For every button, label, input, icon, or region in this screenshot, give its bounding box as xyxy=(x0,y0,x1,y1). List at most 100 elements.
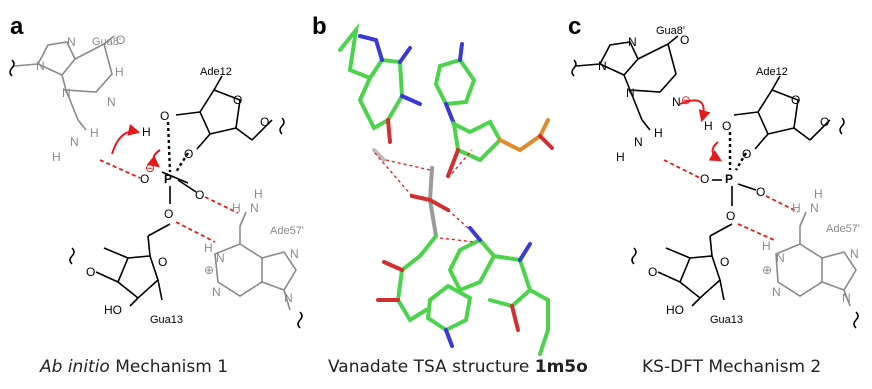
label-gua8: Gua8' xyxy=(656,25,685,37)
wavy-bond-gua8 xyxy=(571,59,577,77)
atom-n: N xyxy=(107,95,116,109)
hydrogen-bond xyxy=(204,196,239,214)
atom-h: H xyxy=(52,150,61,164)
adenine-ade57-structure xyxy=(775,211,857,307)
breaking-bond xyxy=(734,152,748,171)
label-gua13: Gua13 xyxy=(150,314,183,326)
atom-h: H xyxy=(814,187,823,201)
atom-n: N xyxy=(776,251,785,265)
panel-c-letter: c xyxy=(568,13,581,40)
atom-o: O xyxy=(195,188,204,202)
atom-h: H xyxy=(616,150,625,164)
atom-n: N xyxy=(810,201,819,215)
atom-h: H xyxy=(654,126,663,140)
hydrogen-bond xyxy=(175,221,216,243)
charge-minus: ⊖ xyxy=(681,93,691,107)
atom-o: O xyxy=(260,115,269,129)
atom-o: O xyxy=(700,172,709,186)
ribose-ade12 xyxy=(733,75,831,150)
mechanism-arrow xyxy=(679,99,711,123)
atom-o: O xyxy=(648,265,657,279)
atom-h: H xyxy=(762,239,771,253)
wavy-bond-gua8 xyxy=(9,59,15,77)
ribose-gua13 xyxy=(95,223,171,307)
atom-o: O xyxy=(86,265,95,279)
wavy-bond xyxy=(853,311,859,329)
hydrogen-bond xyxy=(737,223,775,241)
atom-h: H xyxy=(204,241,213,255)
caption-a-rest: Mechanism 1 xyxy=(109,357,229,377)
atom-o: O xyxy=(726,209,735,223)
atom-h: H xyxy=(704,119,713,133)
charge-minus: ⊖ xyxy=(145,161,155,175)
label-ade57: Ade57' xyxy=(270,225,304,237)
mechanism-arrow xyxy=(708,141,723,162)
atom-n: N xyxy=(284,291,293,305)
wavy-bond xyxy=(279,117,285,135)
caption-b-bold: 1m5o xyxy=(534,357,588,377)
atom-n: N xyxy=(290,247,299,261)
label-ade57: Ade57' xyxy=(826,223,860,235)
wavy-bond xyxy=(69,247,75,265)
atom-p: P xyxy=(164,172,172,186)
atom-o: O xyxy=(791,93,800,107)
atom-o: O xyxy=(722,119,731,133)
phosphate-center xyxy=(161,171,197,204)
atom-n: N xyxy=(67,35,76,49)
atom-o: O xyxy=(820,115,829,129)
atom-n: N xyxy=(216,251,225,265)
atom-n: N xyxy=(850,247,859,261)
atom-n: N xyxy=(772,285,781,299)
caption-panel-b: Vanadate TSA structure 1m5o xyxy=(328,357,588,377)
atom-o: O xyxy=(160,109,169,123)
ribose-gua13 xyxy=(657,223,733,307)
mechanism-arrow xyxy=(146,149,161,168)
atom-n: N xyxy=(628,35,637,49)
ribose-ade12 xyxy=(175,75,273,150)
atom-n: N xyxy=(250,201,259,215)
atom-o: O xyxy=(720,255,729,269)
wavy-bond xyxy=(631,247,637,265)
wavy-bond xyxy=(297,311,303,329)
guanine-gua8-structure xyxy=(575,35,679,131)
wavy-bond xyxy=(839,117,845,135)
breaking-bond xyxy=(174,152,190,173)
atom-h: H xyxy=(142,125,151,139)
atom-o: O xyxy=(164,207,173,221)
atom-ho: HO xyxy=(104,303,122,317)
atom-n: N xyxy=(842,291,851,305)
mechanism-arrow xyxy=(111,124,141,155)
caption-panel-a: Ab initio Mechanism 1 xyxy=(40,357,228,377)
charge-plus: ⊕ xyxy=(762,263,772,277)
atom-o: O xyxy=(233,93,242,107)
atom-p: P xyxy=(725,172,733,186)
hydrogen-bond xyxy=(99,159,141,179)
guanine-gua8-structure xyxy=(13,35,115,131)
atom-n: N xyxy=(62,86,71,100)
atom-o: O xyxy=(680,33,689,47)
atom-h: H xyxy=(254,187,263,201)
atom-n: N xyxy=(626,86,635,100)
caption-c: KS-DFT Mechanism 2 xyxy=(642,357,822,377)
atom-ho: HO xyxy=(666,303,684,317)
label-gua13: Gua13 xyxy=(710,314,743,326)
label-gua8: Gua8' xyxy=(92,36,121,48)
atom-o: O xyxy=(140,172,149,186)
charge-plus: ⊕ xyxy=(204,263,214,277)
atom-n: N xyxy=(598,59,607,73)
panel-c: c N N N N ⊖ O Gua8' N H H xyxy=(568,13,860,329)
adenine-ade57-structure xyxy=(214,211,297,311)
atom-o: O xyxy=(158,255,167,269)
atom-n: N xyxy=(70,135,79,149)
atom-n: N xyxy=(36,59,45,73)
atom-n: N xyxy=(672,95,681,109)
atom-o: O xyxy=(756,185,765,199)
label-ade12: Ade12 xyxy=(756,66,788,78)
label-ade12: Ade12 xyxy=(200,66,232,78)
caption-a-italic: Ab initio xyxy=(40,357,110,377)
panel-b-letter: b xyxy=(312,13,327,40)
atom-h: H xyxy=(90,126,99,140)
panel-a: a N N N N H O Gua8' N H H Ade1 xyxy=(9,13,304,329)
hydrogen-bond xyxy=(663,159,701,179)
